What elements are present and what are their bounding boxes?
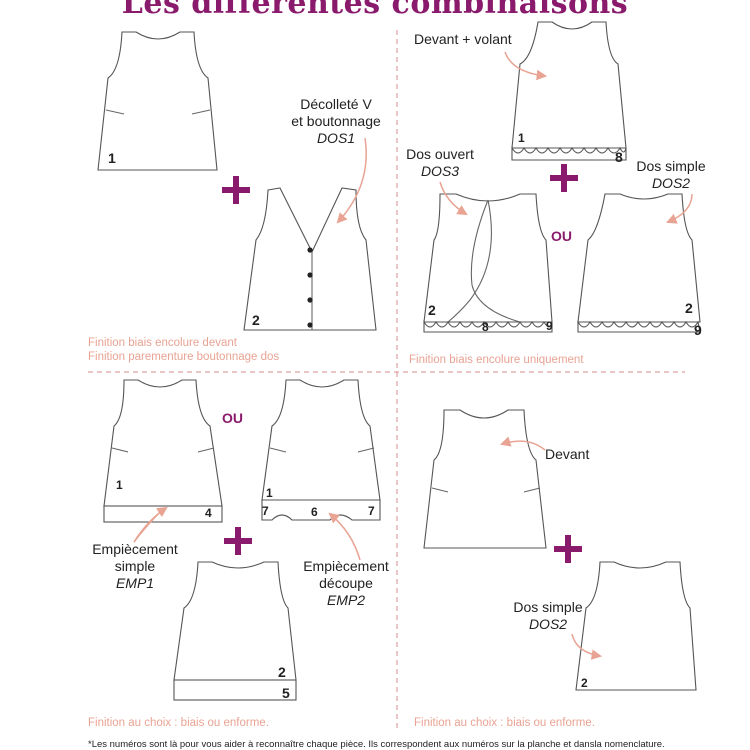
front-top-1 xyxy=(97,31,218,171)
finish-note: Finition biais encolure uniquement xyxy=(409,354,584,366)
dart-lines xyxy=(105,109,211,115)
back-simple xyxy=(173,561,297,681)
label-emp2: Empiècement découpe EMP2 xyxy=(303,558,389,608)
back-simple-dos2 xyxy=(577,193,701,323)
finish-note: Finition biais encolure devant Finition … xyxy=(88,337,280,363)
plus-icon xyxy=(550,164,578,192)
piece-number: 7 xyxy=(262,504,269,518)
ruffle-hem xyxy=(423,320,553,333)
piece-number: 2 xyxy=(252,312,260,328)
arrow-emp2 xyxy=(328,512,361,561)
piece-number: 6 xyxy=(311,505,318,519)
back-hem-band xyxy=(173,679,297,701)
overlap-line xyxy=(470,199,521,323)
yoke-cut-band xyxy=(261,499,381,521)
plus-icon xyxy=(222,176,250,204)
dart-lines xyxy=(269,447,375,453)
label-front: Devant xyxy=(545,446,590,462)
button xyxy=(307,322,313,328)
annotation-arrows xyxy=(133,51,693,660)
piece-number: 8 xyxy=(615,149,623,165)
piece-number: 9 xyxy=(546,319,553,333)
button xyxy=(307,272,313,278)
piece-number: 2 xyxy=(278,664,286,680)
back-open-dos3 xyxy=(423,193,553,323)
piece-number: 4 xyxy=(205,506,212,520)
ruffle-hem xyxy=(511,146,627,161)
arrow-emp1-head xyxy=(133,506,168,543)
or-label: OU xyxy=(551,228,572,244)
front-yoke-simple xyxy=(103,379,223,507)
buttons xyxy=(307,247,313,328)
piece-number: 7 xyxy=(368,504,375,518)
piece-number: 1 xyxy=(116,478,123,492)
piece-number: 8 xyxy=(482,320,489,334)
piece-number: 2 xyxy=(428,302,436,318)
piece-number: 2 xyxy=(685,300,693,316)
front-plain xyxy=(423,409,547,549)
or-label: OU xyxy=(222,410,243,426)
button xyxy=(307,297,313,303)
label-dos3: Dos ouvert DOS3 xyxy=(406,146,474,179)
arrow-dos2 xyxy=(666,193,693,224)
overlap-line xyxy=(447,199,492,323)
arrow-dos3 xyxy=(439,181,468,216)
label-dos1: Décolleté V et boutonnage DOS1 xyxy=(291,96,381,146)
plus-icon xyxy=(554,535,582,563)
arrow-front-ruffle xyxy=(504,51,548,81)
piece-number: 2 xyxy=(581,676,588,690)
label-dos2: Dos simple DOS2 xyxy=(636,158,706,191)
piece-number: 1 xyxy=(518,131,525,145)
dart-lines xyxy=(111,447,215,453)
arrow-devant xyxy=(499,436,546,451)
piece-number: 9 xyxy=(694,322,702,338)
label-front-ruffle: Devant + volant xyxy=(414,31,512,47)
arrow-dos1 xyxy=(336,137,367,224)
dart-lines xyxy=(431,487,541,493)
back-simple-dos2 xyxy=(575,561,697,691)
plus-icon xyxy=(224,527,252,555)
front-with-ruffle xyxy=(511,21,627,149)
page-title: Les différentes combinaisons xyxy=(121,0,629,21)
button xyxy=(307,247,313,253)
piece-number: 5 xyxy=(282,685,290,701)
label-emp1: Empiècement simple EMP1 xyxy=(92,541,178,591)
front-yoke-cut xyxy=(261,379,381,501)
piece-number: 1 xyxy=(108,150,116,166)
label-dos2-bottom: Dos simple DOS2 xyxy=(513,599,583,632)
back-v-neck-dos1 xyxy=(243,187,377,331)
finish-note: Finition au choix : biais ou enforme. xyxy=(88,717,269,729)
ruffle-hem xyxy=(577,320,701,333)
piece-number: 1 xyxy=(266,486,273,500)
footnote: *Les numéros sont là pour vous aider à r… xyxy=(88,739,665,750)
arrow-dos2-bottom xyxy=(571,633,603,660)
finish-note: Finition au choix : biais ou enforme. xyxy=(414,717,595,729)
